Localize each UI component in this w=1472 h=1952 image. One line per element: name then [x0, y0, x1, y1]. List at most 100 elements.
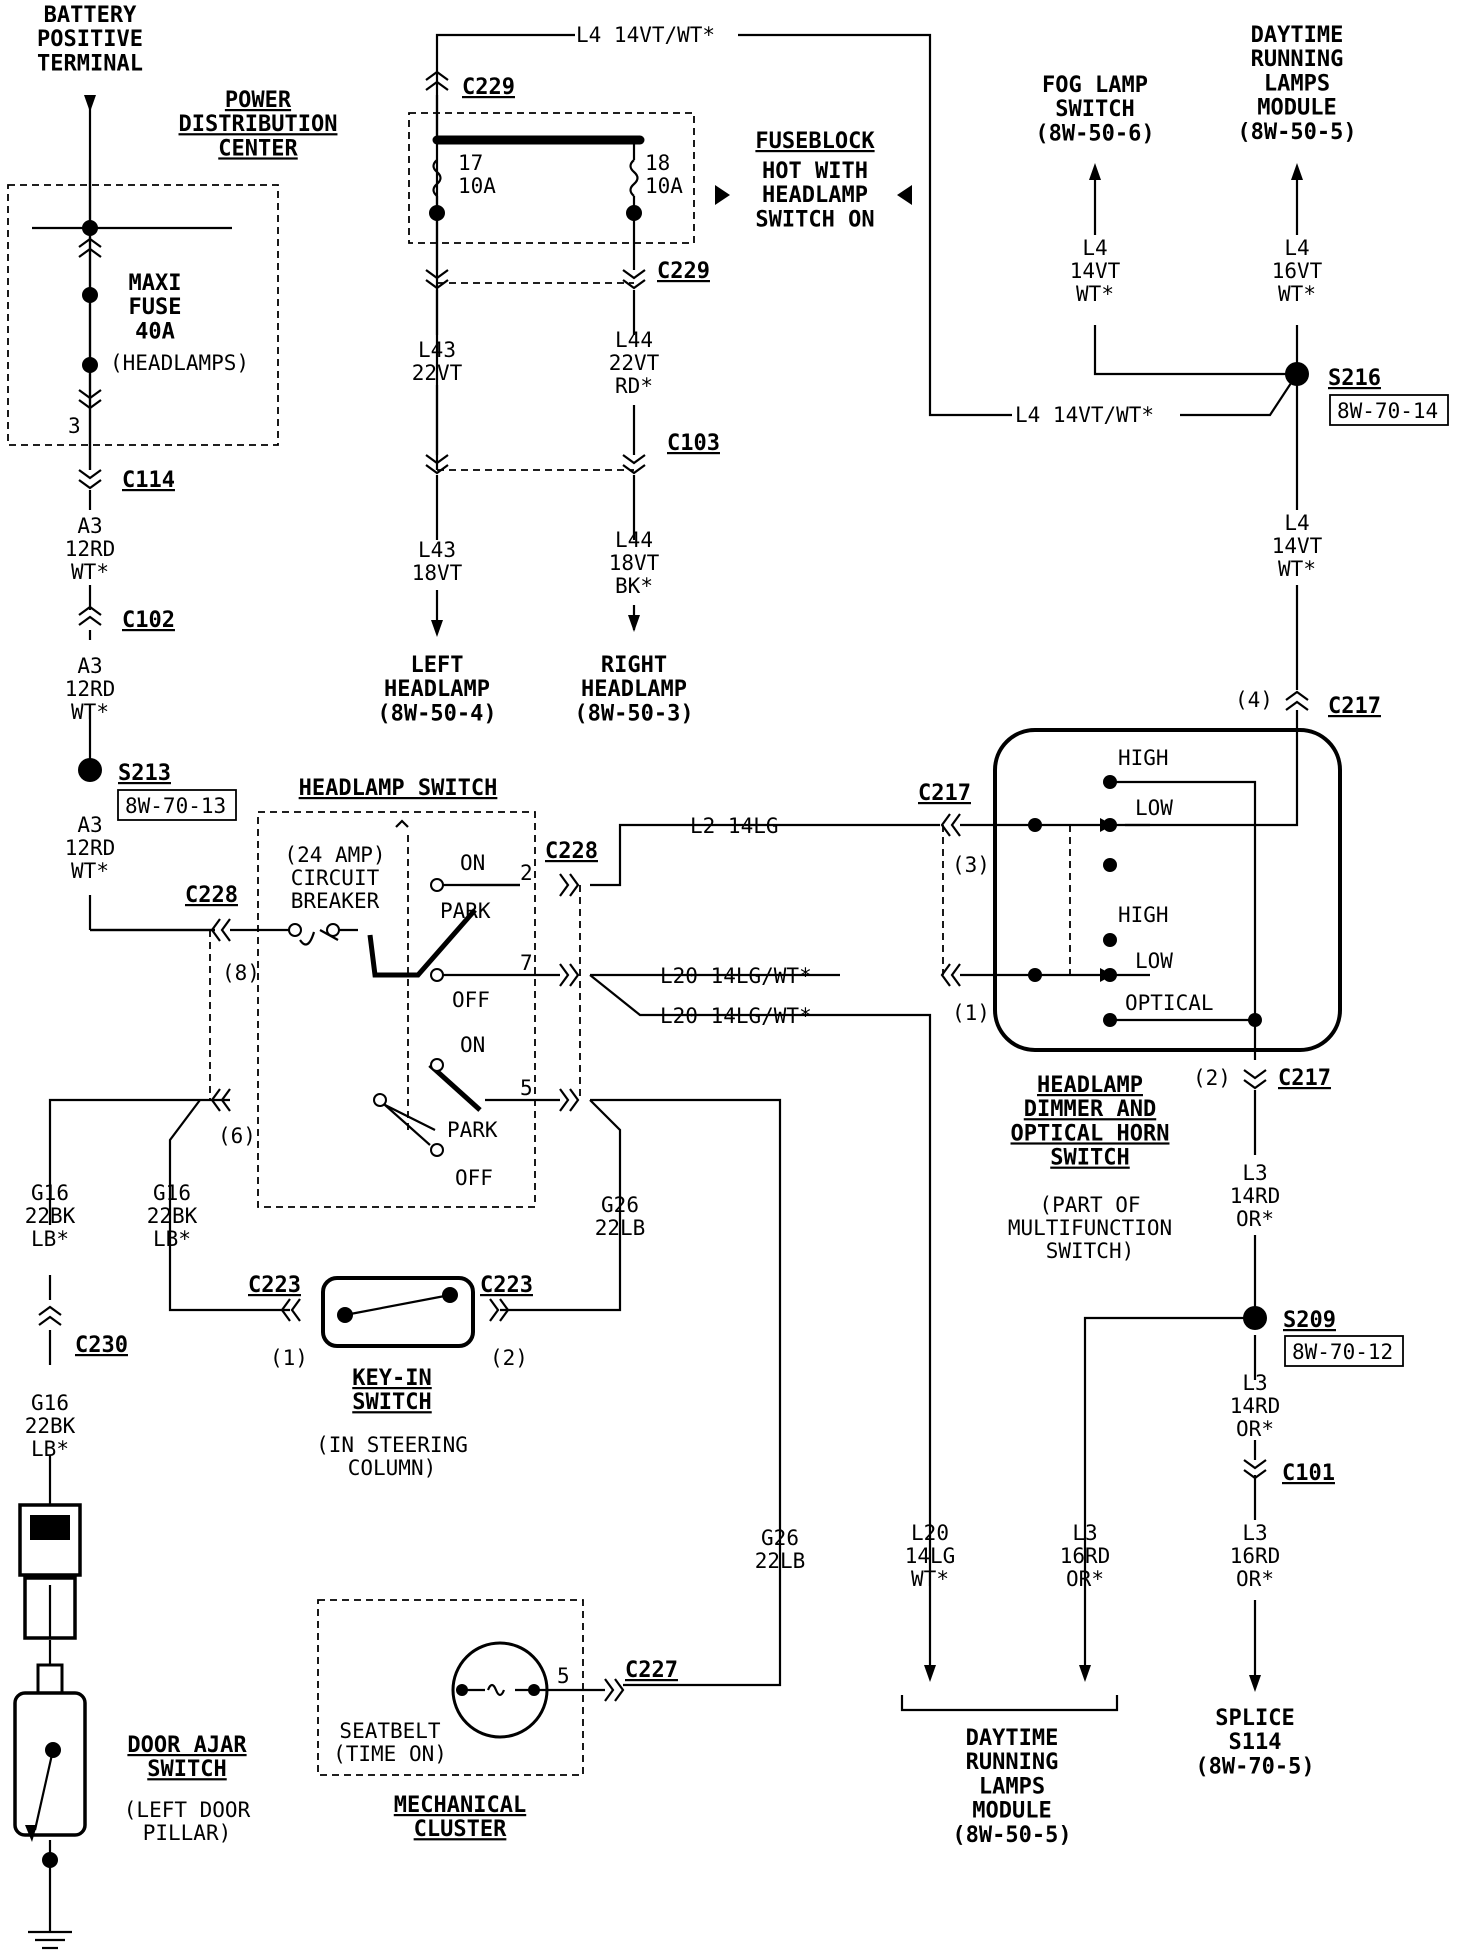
- s216: S216: [1328, 366, 1381, 391]
- arrow-fuseblock-right: [897, 185, 912, 205]
- wire-l2: L2 14LG: [690, 814, 779, 838]
- s209: S209: [1283, 1308, 1336, 1333]
- c227: C227: [625, 1658, 678, 1683]
- c228-left: C228: [185, 883, 238, 908]
- wire-l4-mid: L4 14VT/WT*: [1015, 403, 1154, 427]
- wire-l4-top: L4 14VT/WT*: [576, 23, 715, 47]
- c217-bottom: C217: [1278, 1066, 1331, 1091]
- s213-ref-box: [117, 789, 237, 821]
- c229-top: C229: [462, 75, 515, 100]
- pin-c217-1: (1): [952, 1001, 990, 1025]
- s209-ref: 8W-70-12: [1292, 1340, 1393, 1364]
- s213-ref: 8W-70-13: [125, 794, 226, 818]
- pin-c217-3: (3): [952, 853, 990, 877]
- switch-park-2: PARK: [447, 1118, 498, 1142]
- pin-c223-2: (2): [490, 1346, 528, 1370]
- pin-c228-6: (6): [218, 1124, 256, 1148]
- c229-bottom: C229: [657, 259, 710, 284]
- s216-ref-box: [1329, 394, 1449, 426]
- splice-s213: [78, 758, 102, 782]
- door-ajar-connector: [18, 1503, 82, 1640]
- splice-s209: [1243, 1306, 1267, 1330]
- pin-c228-2: 2: [520, 861, 533, 885]
- switch-park-1: PARK: [440, 899, 491, 923]
- key-in-switch-body[interactable]: [321, 1276, 475, 1348]
- door-ajar-switch[interactable]: [13, 1663, 87, 1837]
- pin-c228-8: (8): [222, 961, 260, 985]
- dimmer-high-2: HIGH: [1118, 903, 1169, 927]
- connector-symbols: [38, 70, 1309, 1702]
- pin-c217-2: (2): [1193, 1066, 1231, 1090]
- switch-terminals: [288, 819, 444, 1157]
- c217-left: C217: [918, 781, 971, 806]
- pin-c228-7: 7: [520, 951, 533, 975]
- c230: C230: [75, 1333, 128, 1358]
- s213: S213: [118, 761, 171, 786]
- arrow-drl-top: [1291, 163, 1303, 180]
- pin-c217-4: (4): [1235, 688, 1273, 712]
- dimmer-high-1: HIGH: [1118, 746, 1169, 770]
- arrow-drl-l3: [1079, 1665, 1091, 1682]
- dimmer-switch-box: [993, 728, 1342, 1052]
- s216-ref: 8W-70-14: [1337, 399, 1438, 423]
- arrow-drl-l20: [924, 1665, 936, 1682]
- seatbelt-label: SEATBELT(TIME ON): [333, 1719, 447, 1766]
- arrow-right-headlamp: [628, 615, 640, 632]
- c114: C114: [122, 468, 175, 493]
- c101: C101: [1282, 1461, 1335, 1486]
- arrow-left-headlamp: [431, 620, 443, 637]
- arrow-splice: [1249, 1675, 1261, 1692]
- drl-module-bracket: [900, 1695, 1119, 1712]
- splice-s216: [1285, 362, 1309, 386]
- wires: [32, 33, 1299, 1920]
- dimmer-low-2: LOW: [1135, 949, 1173, 973]
- c228-right: C228: [545, 839, 598, 864]
- dashed-boxes: [7, 112, 944, 1776]
- arrow-fuseblock-left: [715, 185, 730, 205]
- c223-left: C223: [248, 1273, 301, 1298]
- wire-l20-a: L20 14LG/WT*: [660, 964, 812, 988]
- switch-off-1: OFF: [452, 988, 490, 1012]
- c103: C103: [667, 431, 720, 456]
- arrow-battery: [84, 95, 96, 112]
- headlamp-switch-title: HEADLAMP SWITCH: [299, 776, 498, 801]
- pin-c223-1: (1): [270, 1346, 308, 1370]
- c217-top: C217: [1328, 694, 1381, 719]
